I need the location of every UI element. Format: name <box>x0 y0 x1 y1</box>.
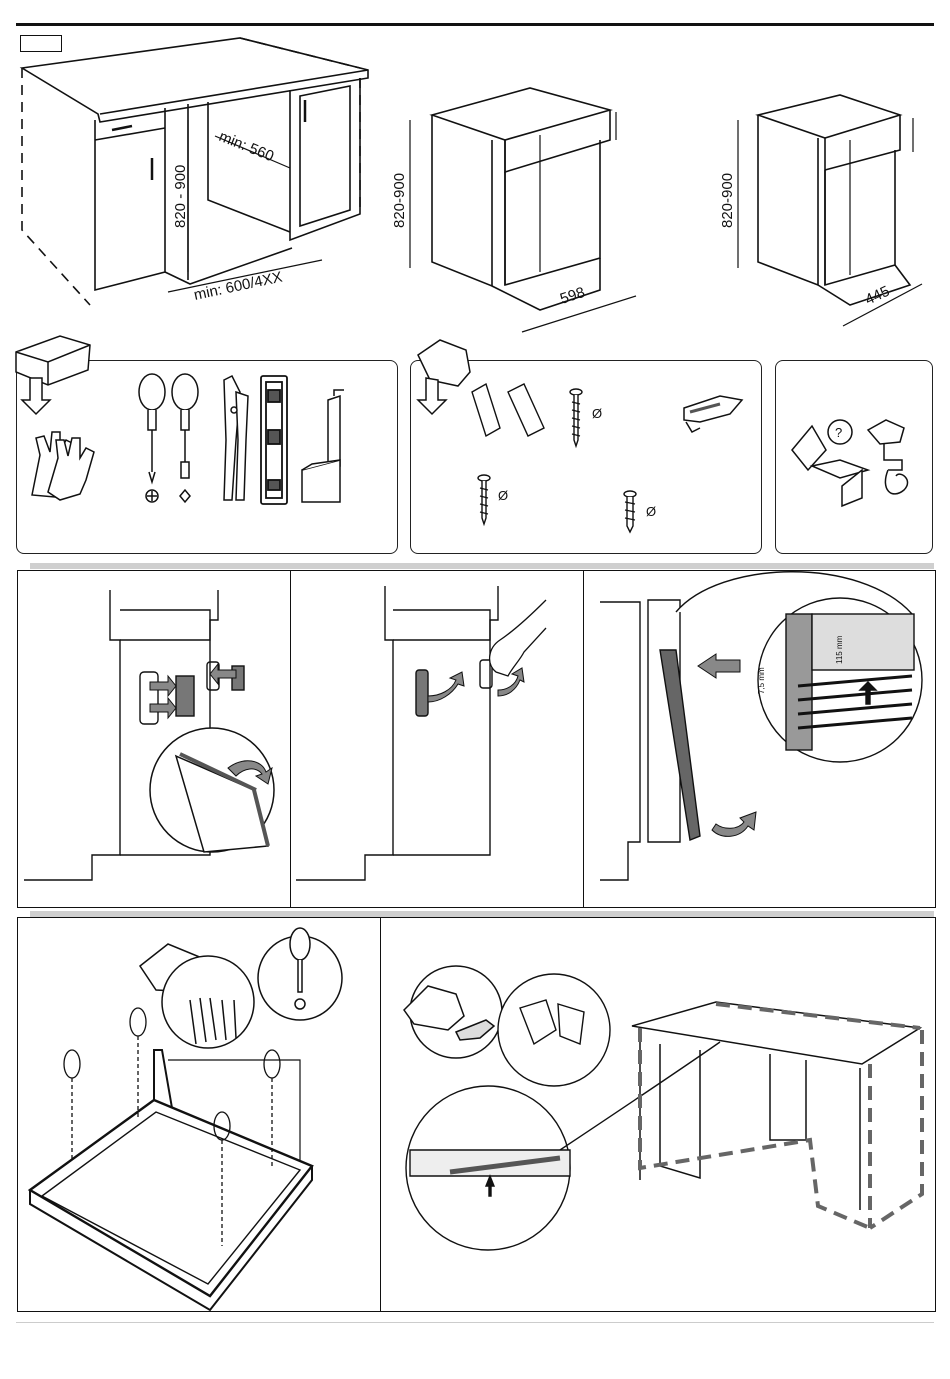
phillips-screwdriver-icon <box>258 928 342 1020</box>
hand-icon <box>498 974 610 1086</box>
screw-icon <box>64 1008 280 1246</box>
dashed-frame <box>640 1004 922 1228</box>
worktop-frame-icon <box>632 1002 920 1210</box>
step-drawings-row4 <box>0 0 950 1330</box>
screws-bag-icon <box>140 944 254 1048</box>
accessory-bag-icon <box>404 966 502 1058</box>
